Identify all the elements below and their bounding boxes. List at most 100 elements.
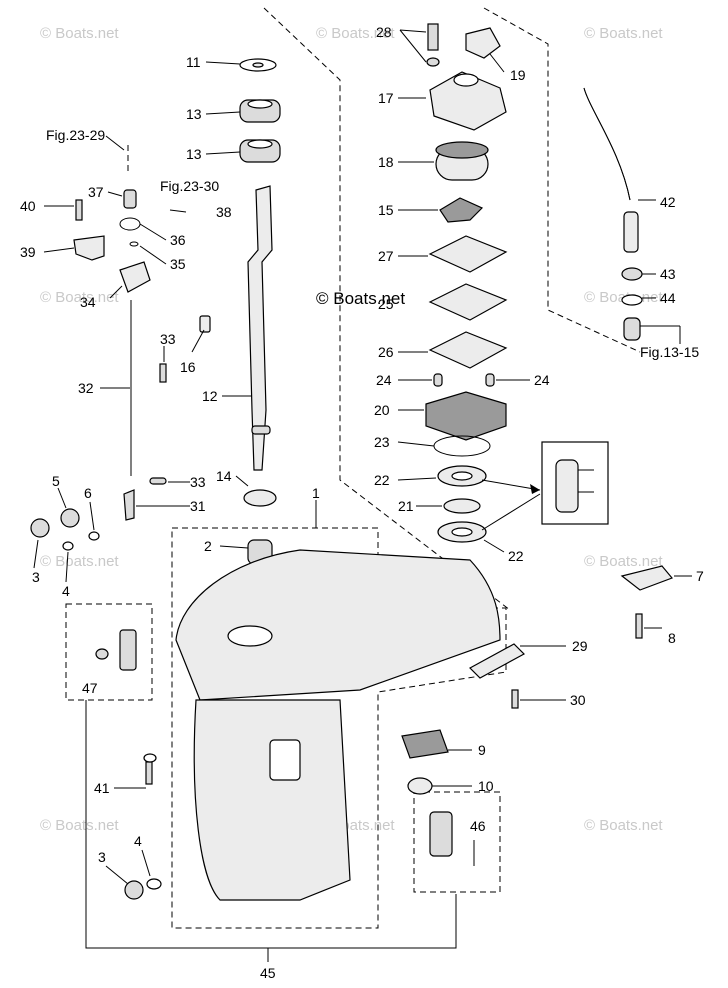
callout-16: 16 xyxy=(180,359,196,375)
pump-housing-17 xyxy=(429,71,507,131)
pin-37 xyxy=(123,189,137,209)
callout-47: 47 xyxy=(82,680,98,696)
callout-14: 14 xyxy=(216,468,232,484)
washer-4b xyxy=(146,878,162,890)
watermark-tl: © Boats.net xyxy=(40,25,119,42)
link-31 xyxy=(123,489,135,521)
pinion-gear-9 xyxy=(401,729,449,759)
figure-ref-23-29: Fig.23-29 xyxy=(46,127,105,143)
callout-37: 37 xyxy=(88,184,104,200)
trim-tab-29 xyxy=(469,643,525,679)
watermark-tc: © Boats.net xyxy=(316,25,395,42)
callout-38: 38 xyxy=(216,204,232,220)
callout-33a: 33 xyxy=(160,331,176,347)
callout-46: 46 xyxy=(470,818,486,834)
watermark-bl: © Boats.net xyxy=(40,817,119,834)
grommet-19 xyxy=(465,27,501,59)
shift-rod-assembly xyxy=(73,189,211,521)
callout-13a: 13 xyxy=(186,106,202,122)
plate-25 xyxy=(428,283,508,321)
callout-41: 41 xyxy=(94,780,110,796)
callout-33b: 33 xyxy=(190,474,206,490)
pin-16 xyxy=(199,315,211,333)
callout-8: 8 xyxy=(668,630,676,646)
callout-4b: 4 xyxy=(134,833,142,849)
watermark-l2: © Boats.net xyxy=(40,553,119,570)
callout-1: 1 xyxy=(312,485,320,501)
callout-29: 29 xyxy=(572,638,588,654)
o-ring-36 xyxy=(119,217,141,231)
gasket-26 xyxy=(428,331,508,369)
anode-7 xyxy=(620,565,674,591)
callout-26: 26 xyxy=(378,344,394,360)
callout-20: 20 xyxy=(374,402,390,418)
drive-shaft-assembly xyxy=(239,58,281,471)
watermark-r2: © Boats.net xyxy=(584,553,663,570)
callouts: 1 2 3 3 4 4 5 6 7 8 9 10 11 12 13 13 14 … xyxy=(20,24,704,981)
pin-24b xyxy=(485,373,495,387)
callout-34: 34 xyxy=(80,294,96,310)
drive-shaft-12 xyxy=(247,185,273,471)
callout-12: 12 xyxy=(202,388,218,404)
seal-44 xyxy=(621,294,643,306)
bushing-14 xyxy=(243,489,277,507)
callout-4a: 4 xyxy=(62,583,70,599)
callout-2: 2 xyxy=(204,538,212,554)
callout-36: 36 xyxy=(170,232,186,248)
watermark-ml: © Boats.net xyxy=(40,289,119,306)
plug-5 xyxy=(60,508,80,528)
callout-18: 18 xyxy=(378,154,394,170)
callout-27: 27 xyxy=(378,248,394,264)
callout-31: 31 xyxy=(190,498,206,514)
center-watermark: © Boats.net xyxy=(316,289,405,308)
callout-13b: 13 xyxy=(186,146,202,162)
callout-45: 45 xyxy=(260,965,276,981)
callout-19: 19 xyxy=(510,67,526,83)
grommet-43 xyxy=(621,267,643,281)
callout-22b: 22 xyxy=(508,548,524,564)
watermark-br: © Boats.net xyxy=(584,817,663,834)
intake-screen-46 xyxy=(429,811,453,857)
bolt-30 xyxy=(511,689,519,709)
watermark-tr: © Boats.net xyxy=(584,25,663,42)
plug-3b xyxy=(124,880,144,900)
callout-28: 28 xyxy=(376,24,392,40)
callout-10: 10 xyxy=(478,778,494,794)
callout-24a: 24 xyxy=(376,372,392,388)
water-pump-stack xyxy=(425,23,508,543)
leader-lines xyxy=(33,29,692,962)
plug-3a xyxy=(30,518,50,538)
callout-7: 7 xyxy=(696,568,704,584)
callout-42: 42 xyxy=(660,194,676,210)
boot-34 xyxy=(119,261,151,293)
pin-24a xyxy=(433,373,443,387)
callout-30: 30 xyxy=(570,692,586,708)
bolt-41 xyxy=(145,761,153,785)
callout-11: 11 xyxy=(186,54,201,70)
callout-21: 21 xyxy=(398,498,414,514)
gasket-27 xyxy=(428,235,508,273)
callout-43: 43 xyxy=(660,266,676,282)
bolt-28 xyxy=(427,23,439,51)
callout-9: 9 xyxy=(478,742,486,758)
small-parts xyxy=(30,508,674,900)
callout-3a: 3 xyxy=(32,569,40,585)
callout-17: 17 xyxy=(378,90,394,106)
washer-4a xyxy=(62,541,74,551)
callout-3b: 3 xyxy=(98,849,106,865)
callout-5: 5 xyxy=(52,473,60,489)
callout-44: 44 xyxy=(660,290,676,306)
nut-10 xyxy=(407,777,433,795)
callout-23: 23 xyxy=(374,434,390,450)
figure-ref-23-30: Fig.23-30 xyxy=(160,178,219,194)
intake-screen-47 xyxy=(119,629,137,671)
water-tube-assembly xyxy=(583,87,643,341)
callout-6: 6 xyxy=(84,485,92,501)
callout-25: 25 xyxy=(378,296,394,312)
impeller-15 xyxy=(439,197,484,223)
pump-base-20 xyxy=(425,391,507,441)
tube-42 xyxy=(623,211,639,253)
callout-32: 32 xyxy=(78,380,94,396)
gear-housing-1 xyxy=(175,549,501,901)
